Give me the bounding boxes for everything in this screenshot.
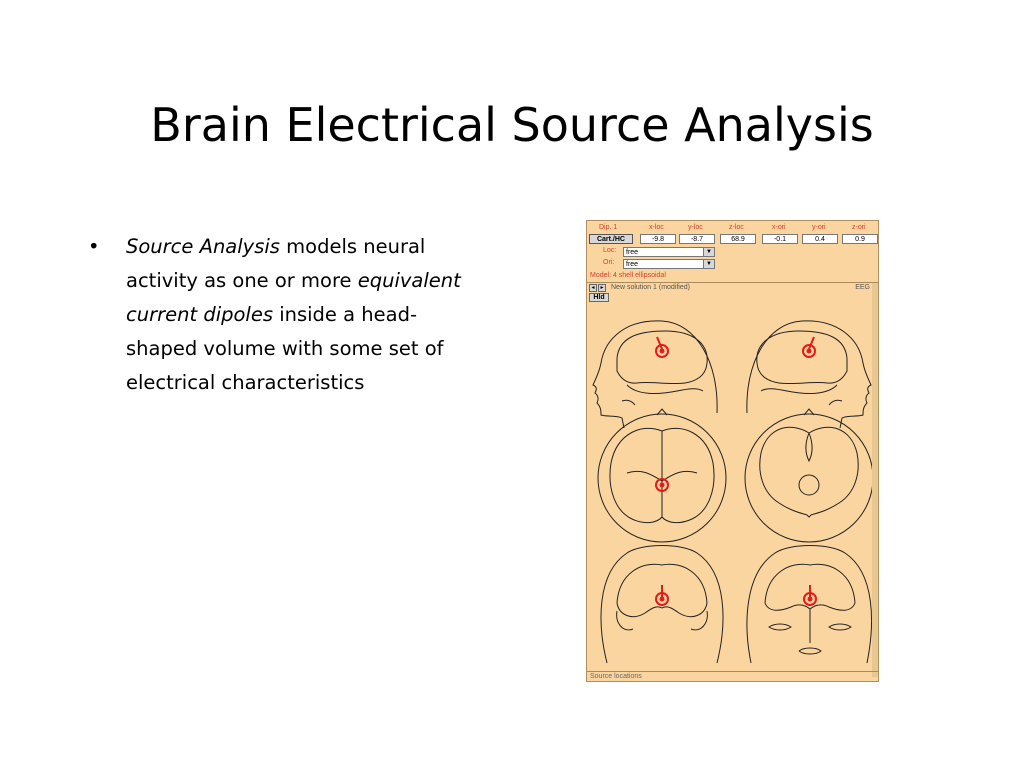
dipole-header-row: Dip. 1 x-loc y-loc z-loc x-ori y-ori z-o… [587, 224, 878, 233]
header-z-loc: z-loc [729, 224, 744, 231]
besa-screenshot-panel: Dip. 1 x-loc y-loc z-loc x-ori y-ori z-o… [586, 220, 879, 682]
ori-select[interactable]: free ▼ [623, 259, 715, 269]
z-ori-field[interactable]: 0.9 [842, 234, 878, 244]
prev-arrow-icon[interactable]: ◂ [589, 284, 597, 292]
loc-select[interactable]: free ▼ [623, 247, 715, 257]
header-y-loc: y-loc [688, 224, 703, 231]
head-views [592, 320, 873, 664]
loc-row: Loc: free ▼ [587, 247, 787, 257]
bullet-text: Source Analysis models neural activity a… [126, 230, 486, 400]
vertical-scrollbar[interactable] [872, 283, 878, 677]
dipole-marker [803, 585, 817, 606]
eeg-label: EEG [855, 284, 870, 291]
head-axial-top [597, 408, 727, 543]
dipole-markers [655, 336, 817, 606]
header-y-ori: y-ori [812, 224, 826, 231]
dipole-values-row: Cart./HC -9.8 -8.7 68.9 -0.1 0.4 0.9 [587, 234, 878, 244]
loc-label: Loc: [603, 247, 617, 254]
header-x-loc: x-loc [649, 224, 664, 231]
solution-label: New solution 1 (modified) [611, 284, 690, 291]
bullet-text-part1: models neural activity as one or more [126, 235, 426, 292]
status-bar: Source locations [587, 671, 878, 681]
x-ori-field[interactable]: -0.1 [762, 234, 798, 244]
bullet-text-part2: inside a head-shaped volume with some se… [126, 303, 444, 394]
status-label: Source locations [590, 673, 642, 680]
slide-title: Brain Electrical Source Analysis [150, 98, 874, 152]
dipole-marker [802, 336, 816, 358]
dipole-marker [655, 478, 669, 492]
head-sagittal-right [746, 320, 872, 429]
ori-label: Ori: [603, 259, 615, 266]
header-z-ori: z-ori [852, 224, 866, 231]
dropdown-arrow-icon[interactable]: ▼ [703, 260, 714, 268]
term-equivalent-dipoles: equivalent current dipoles [126, 269, 461, 326]
dipole-marker [655, 585, 669, 606]
z-loc-field[interactable]: 68.9 [720, 234, 756, 244]
header-dip: Dip. 1 [599, 224, 618, 231]
dropdown-arrow-icon[interactable]: ▼ [703, 248, 714, 256]
head-axial-bottom [744, 408, 873, 543]
header-x-ori: x-ori [772, 224, 786, 231]
x-loc-field[interactable]: -9.8 [640, 234, 676, 244]
model-label: Model: 4 shell ellipsoidal [590, 272, 666, 279]
y-ori-field[interactable]: 0.4 [802, 234, 838, 244]
head-sagittal-left [592, 320, 718, 429]
head-coronal-back [600, 545, 724, 664]
next-arrow-icon[interactable]: ▸ [598, 284, 606, 292]
ori-value: free [626, 261, 639, 268]
solution-bar: ◂ ▸ New solution 1 (modified) EEG [587, 282, 878, 293]
hld-button[interactable]: Hld [589, 293, 609, 302]
dipole-marker [655, 336, 669, 358]
ori-row: Ori: free ▼ [587, 259, 787, 269]
head-coronal-front [746, 545, 873, 664]
term-source-analysis: Source Analysis [126, 235, 280, 258]
y-loc-field[interactable]: -8.7 [679, 234, 715, 244]
bullet-dot: • [88, 235, 100, 258]
loc-value: free [626, 249, 639, 256]
cart-hc-button[interactable]: Cart./HC [589, 234, 633, 244]
